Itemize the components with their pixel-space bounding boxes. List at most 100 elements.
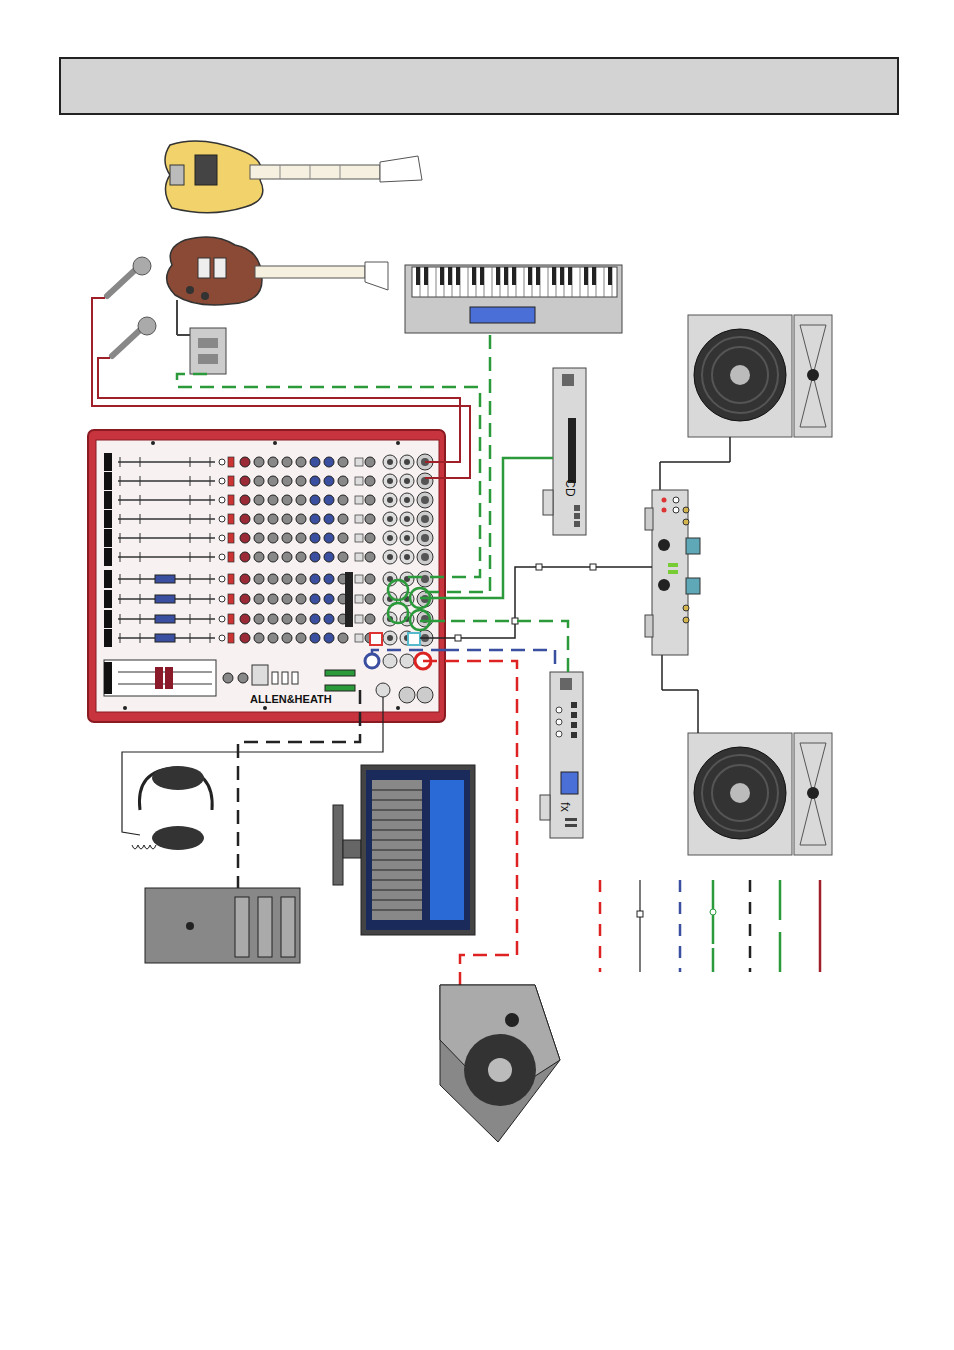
electric-guitar: [186, 286, 194, 294]
mixing-desk: [365, 654, 379, 668]
mixing-desk: [104, 529, 433, 547]
mixing-desk: [325, 670, 355, 676]
mixing-desk: [396, 706, 400, 710]
bass-guitar: [250, 165, 380, 179]
computer-monitor: [343, 840, 361, 858]
amplifier: [658, 579, 670, 591]
di-box: [176, 300, 178, 335]
mixing-desk: [96, 440, 439, 712]
cable: [238, 690, 360, 888]
computer: [235, 897, 249, 957]
mixing-desk: [252, 665, 268, 685]
computer-monitor: [366, 770, 470, 930]
cd-player: [574, 521, 580, 527]
mixing-desk: [104, 629, 433, 647]
mixing-desk: [345, 572, 353, 627]
speaker: [662, 689, 698, 691]
effects-unit: [565, 818, 577, 821]
mixing-desk: [388, 580, 408, 600]
keyboard: [412, 267, 617, 297]
mixing-desk: [223, 673, 233, 683]
mixing-desk: [325, 685, 355, 691]
bass-guitar: [310, 165, 311, 179]
bass-guitar: [340, 165, 341, 179]
cd-player: [574, 513, 580, 519]
effects-unit: [556, 719, 562, 725]
bass-guitar: [170, 165, 184, 185]
mixing-desk: [151, 441, 155, 445]
cable: [455, 635, 461, 641]
wedge-monitor: [505, 1013, 519, 1027]
title-bar: [60, 58, 898, 114]
mixing-desk: [396, 441, 400, 445]
legend-sample: [600, 880, 820, 972]
legend-sample: [637, 911, 643, 917]
computer: [281, 897, 295, 957]
mixing-desk: [104, 590, 433, 608]
electric-guitar: [167, 237, 262, 305]
cable: [420, 620, 445, 623]
node-label: ALLEN&HEATH: [250, 694, 332, 705]
node-label: CD: [564, 479, 576, 496]
cd-player: [553, 368, 586, 535]
effects-unit: [571, 712, 577, 718]
legend-sample: [779, 880, 782, 972]
headphones: [152, 826, 204, 850]
cable: [92, 298, 470, 478]
mixing-desk: [104, 570, 433, 588]
effects-unit: [571, 702, 577, 708]
cable: [536, 564, 542, 570]
microphone: [112, 330, 140, 356]
cd-player: CD: [553, 368, 586, 535]
microphone: [107, 257, 156, 356]
effects-unit: [540, 795, 550, 820]
mixing-desk: [370, 633, 382, 645]
effects-unit: [560, 678, 572, 690]
speaker: [661, 655, 663, 690]
keyboard: [418, 267, 610, 285]
mixing-desk: [155, 667, 163, 689]
computer-monitor: [361, 765, 475, 935]
speaker: [697, 690, 699, 733]
di-box: [198, 338, 218, 348]
effects-unit: [556, 731, 562, 737]
amplifier: [658, 539, 670, 551]
amplifier: [645, 490, 700, 655]
mixing-desk: [388, 603, 408, 623]
cable-line: [445, 650, 555, 672]
mixing-desk: [399, 687, 415, 703]
amplifier: [673, 507, 679, 513]
computer: [258, 897, 272, 957]
mixing-desk: [400, 654, 414, 668]
mixing-desk: [272, 672, 278, 684]
legend-sample: [819, 880, 822, 972]
wedge-monitor: [440, 985, 560, 1142]
mixing-desk: [282, 672, 288, 684]
cable-connector: [445, 621, 568, 672]
keyboard: [405, 265, 622, 333]
bass-guitar: [165, 141, 422, 213]
electric-guitar: [365, 262, 388, 290]
mixing-desk: [165, 667, 173, 689]
electric-guitar: [198, 258, 210, 278]
legend-sample: [639, 880, 640, 972]
amplifier: [662, 498, 667, 503]
microphone: [133, 257, 151, 275]
computer: [145, 888, 300, 963]
mixing-desk: [417, 687, 433, 703]
mixing-desk: [104, 453, 433, 471]
di-box: [177, 334, 190, 336]
amplifier: [645, 508, 653, 530]
mixing-desk: [123, 706, 127, 710]
mixing-desk: [408, 633, 420, 645]
cable-line: [445, 621, 568, 672]
speaker: [688, 733, 832, 855]
headphones: [132, 845, 156, 849]
legend-sample: [679, 880, 682, 972]
legend-sample: [710, 909, 716, 915]
computer-monitor: [333, 805, 343, 885]
headphones: [152, 766, 204, 790]
mixing-desk: [155, 615, 175, 623]
